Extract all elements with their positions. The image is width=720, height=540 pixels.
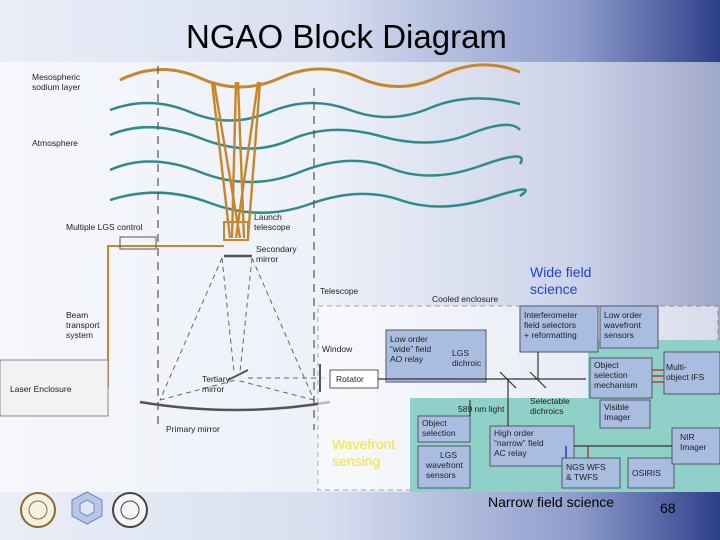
label-atmosphere: Atmosphere [32, 138, 78, 148]
low-order-relay-box [385, 329, 487, 383]
label-589: 589 nm light [458, 404, 505, 414]
label-rotator: Rotator [336, 374, 364, 384]
optical-paths [378, 352, 672, 447]
label-multiple-lgs: Multiple LGS control [66, 222, 143, 232]
university-seal-logo [20, 492, 56, 528]
laser-enclosure-box [0, 359, 109, 417]
label-cooled: Cooled enclosure [432, 294, 498, 304]
label-multi-ifs: Multi-object IFS [666, 362, 705, 382]
label-window: Window [322, 344, 353, 354]
launch-telescope [223, 221, 249, 241]
laser-beams [210, 81, 262, 239]
primary-mirror [139, 400, 331, 412]
label-primary: Primary mirror [166, 424, 220, 434]
visible-imager-box [599, 399, 651, 429]
atmosphere-wave-3 [109, 155, 523, 184]
narrow-field-label: Narrow field science [488, 494, 615, 510]
low-order-wfs-box [599, 305, 659, 349]
ngs-wfs-box [561, 457, 621, 489]
label-telescope: Telescope [320, 286, 359, 296]
label-osiris: OSIRIS [632, 468, 661, 478]
institution-seal-logo [112, 492, 148, 528]
multi-ifs-box [663, 351, 720, 395]
object-sel-mech-box [589, 357, 653, 399]
label-laser: Laser Enclosure [10, 384, 72, 394]
telescope-cone [159, 257, 315, 401]
nir-imager-box [671, 427, 720, 465]
ifs-arrows [652, 369, 664, 383]
high-order-relay-box [489, 425, 575, 467]
object-selection-box [417, 415, 471, 443]
atmosphere-wave-1 [109, 97, 521, 122]
slide-title: NGAO Block Diagram [186, 18, 507, 55]
beam-transport [107, 245, 224, 388]
keck-hexagon-logo [71, 491, 103, 525]
atmosphere-wave-4 [109, 188, 527, 214]
lgs-control-box [119, 236, 157, 250]
tertiary-mirror [227, 369, 249, 381]
interferometer-box [519, 305, 599, 353]
atmosphere-wave-2 [109, 123, 521, 150]
osiris-box [627, 457, 675, 489]
page-number: 68 [660, 500, 676, 516]
sodium-wave [119, 63, 521, 89]
lgs-wfs-box [417, 445, 471, 489]
label-ngs-wfs: NGS WFS& TWFS [566, 462, 606, 482]
